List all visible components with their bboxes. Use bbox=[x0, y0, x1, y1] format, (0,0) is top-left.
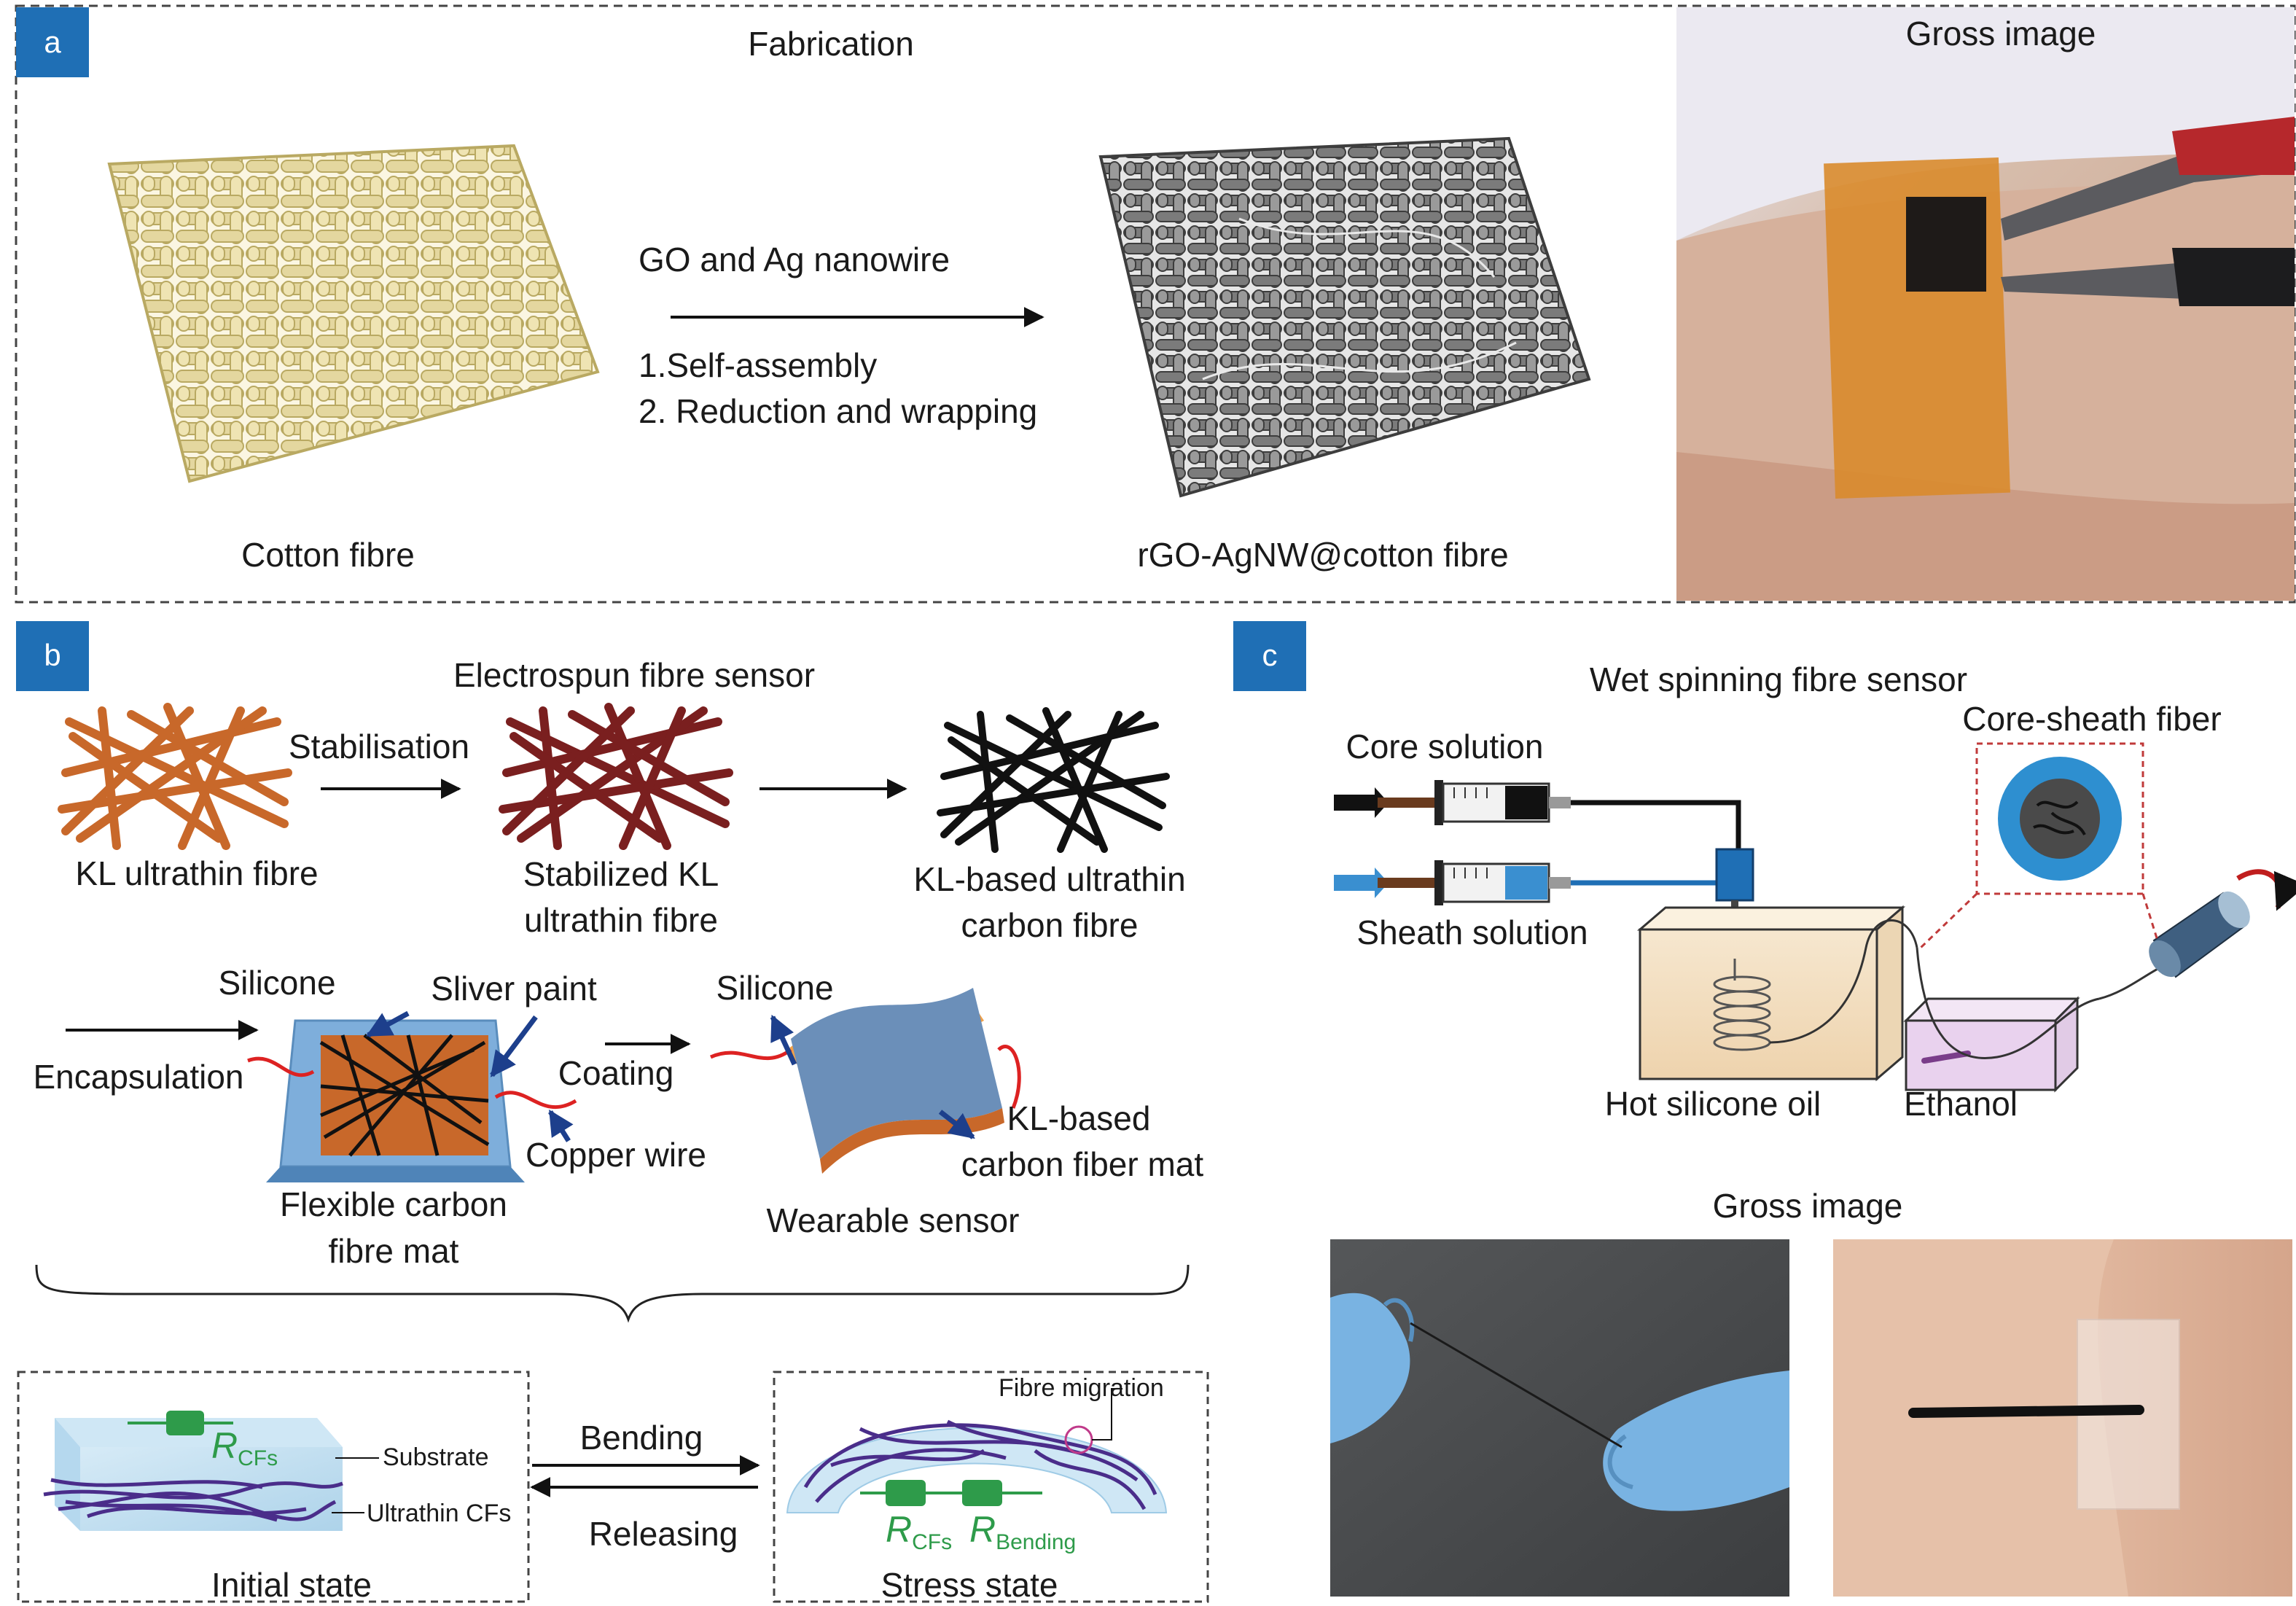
gross-image-photo-fiber-hands bbox=[1330, 1239, 1789, 1597]
ethanol-bath bbox=[1903, 947, 2100, 1093]
copper-pointer bbox=[548, 1110, 574, 1142]
silicone-right-pointer bbox=[770, 1014, 797, 1066]
label-core-solution: Core solution bbox=[1346, 728, 1543, 765]
wire-wearable-right bbox=[997, 1045, 1021, 1109]
label-stabilized-kl-2: ultrathin fibre bbox=[524, 901, 718, 939]
hot-silicone-oil-bath bbox=[1636, 905, 1918, 1082]
label-substrate: Substrate bbox=[383, 1443, 489, 1471]
gross-image-photo-wrist bbox=[1676, 7, 2295, 601]
arrow-label-go-agnw: GO and Ag nanowire bbox=[639, 241, 950, 278]
label-copper-wire: Copper wire bbox=[526, 1136, 706, 1174]
label-hot-silicone-oil: Hot silicone oil bbox=[1605, 1085, 1821, 1123]
collector-roller bbox=[2149, 891, 2250, 978]
silver-nanowire bbox=[1238, 217, 1496, 278]
label-ethanol: Ethanol bbox=[1904, 1085, 2018, 1123]
label-initial-state: Initial state bbox=[211, 1566, 372, 1604]
r-cfs-initial-symbol: RCFs bbox=[211, 1425, 278, 1470]
label-kl-mat-2: carbon fiber mat bbox=[961, 1145, 1204, 1183]
r-bending-stress-symbol: RBending bbox=[969, 1509, 1076, 1554]
mat-pointer bbox=[938, 1110, 975, 1139]
label-fibre-migration: Fibre migration bbox=[999, 1374, 1164, 1402]
panel-c-title: Wet spinning fibre sensor bbox=[1590, 660, 1967, 698]
label-stabilisation: Stabilisation bbox=[289, 728, 469, 765]
label-silicone-left: Silicone bbox=[218, 964, 335, 1002]
step-reduction-wrapping: 2. Reduction and wrapping bbox=[639, 392, 1037, 430]
core-syringe bbox=[1334, 780, 1571, 825]
label-sheath-solution: Sheath solution bbox=[1356, 913, 1588, 951]
label-kl-carbon-2: carbon fibre bbox=[961, 906, 1139, 944]
resistor-rbending-stress bbox=[962, 1480, 1002, 1506]
migrated-fibres bbox=[803, 1419, 1157, 1511]
step-self-assembly: 1.Self-assembly bbox=[639, 346, 877, 384]
panel-c-tag-letter: c bbox=[1262, 638, 1278, 672]
panel-a-title: Fabrication bbox=[748, 25, 914, 63]
label-coating: Coating bbox=[558, 1054, 674, 1092]
label-sliver-paint: Sliver paint bbox=[431, 970, 597, 1007]
kl-ultrathin-fibre-mat bbox=[58, 703, 292, 850]
core-tube bbox=[1571, 800, 1741, 853]
rgo-agnw-caption: rGO-AgNW@cotton fibre bbox=[1137, 536, 1508, 574]
kl-carbon-fibre-mat bbox=[937, 707, 1170, 853]
panel-b-tag bbox=[16, 621, 89, 691]
cotton-fibre-weave bbox=[107, 144, 600, 483]
photo-a-title: Gross image bbox=[1906, 15, 2096, 52]
migration-leader bbox=[1092, 1388, 1122, 1441]
rgo-agnw-weave bbox=[1098, 136, 1591, 498]
label-ultrathin-cfs: Ultrathin CFs bbox=[367, 1500, 511, 1527]
label-stabilized-kl-1: Stabilized KL bbox=[523, 855, 719, 893]
label-kl-ultrathin-fibre: KL ultrathin fibre bbox=[75, 854, 318, 892]
silicone-pointer bbox=[365, 1010, 410, 1038]
label-bending: Bending bbox=[580, 1419, 703, 1457]
inset-leader-1 bbox=[1919, 892, 1978, 949]
silver-nanowire bbox=[1202, 341, 1517, 381]
panel-b-tag-letter: b bbox=[44, 638, 60, 672]
paint-pointer bbox=[490, 1015, 538, 1077]
label-core-sheath-fiber: Core-sheath fiber bbox=[1962, 700, 2221, 738]
panel-c-tag bbox=[1233, 621, 1306, 691]
flexible-carbon-fibre-mat bbox=[266, 1019, 525, 1182]
panel-a-tag bbox=[16, 7, 89, 77]
panel-b-title: Electrospun fibre sensor bbox=[453, 656, 815, 694]
stabilized-kl-fibre-mat bbox=[499, 703, 733, 850]
sheath-syringe bbox=[1334, 860, 1571, 905]
rotation-arrow bbox=[2236, 869, 2296, 911]
gross-image-photo-fiber-wrist bbox=[1833, 1239, 2292, 1597]
label-gross-image-c: Gross image bbox=[1713, 1187, 1903, 1225]
panel-a-frame bbox=[15, 4, 2296, 604]
inset-leader-2 bbox=[2141, 893, 2159, 941]
resistor-rcfs-initial bbox=[166, 1411, 204, 1435]
panel-a-tag-letter: a bbox=[44, 25, 61, 59]
core-texture bbox=[2033, 800, 2086, 836]
label-flexible-mat-1: Flexible carbon bbox=[280, 1185, 507, 1223]
stress-state-frame bbox=[773, 1371, 1209, 1603]
label-encapsulation: Encapsulation bbox=[34, 1058, 244, 1096]
resistor-rcfs-stress bbox=[886, 1480, 926, 1506]
copper-wire-right bbox=[494, 1091, 577, 1110]
label-wearable-sensor: Wearable sensor bbox=[767, 1201, 1020, 1239]
label-silicone-right: Silicone bbox=[716, 969, 833, 1007]
cotton-fibre-caption: Cotton fibre bbox=[241, 536, 415, 574]
wire-wearable-left bbox=[709, 1048, 792, 1061]
label-kl-mat-1: KL-based bbox=[1007, 1099, 1151, 1137]
label-releasing: Releasing bbox=[589, 1515, 738, 1553]
label-kl-carbon-1: KL-based ultrathin bbox=[913, 860, 1185, 898]
label-flexible-mat-2: fibre mat bbox=[329, 1232, 459, 1270]
copper-wire-left bbox=[247, 1056, 315, 1077]
ultrathin-cfs-network bbox=[43, 1478, 343, 1522]
initial-state-frame bbox=[17, 1371, 530, 1603]
label-stress-state: Stress state bbox=[881, 1566, 1058, 1604]
r-cfs-stress-symbol: RCFs bbox=[886, 1509, 952, 1554]
grouping-brace bbox=[35, 1264, 1190, 1323]
